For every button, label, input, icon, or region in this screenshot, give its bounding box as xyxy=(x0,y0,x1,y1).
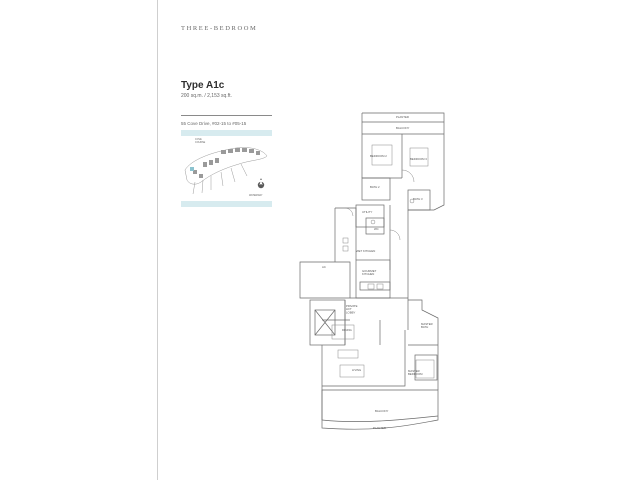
unit-area: 200 sq.m. / 2,153 sq.ft. xyxy=(181,93,232,99)
room-label-bath-2: BATH 2 xyxy=(370,185,380,189)
room-label-bedroom-2: BEDROOM 2 xyxy=(370,154,387,158)
room-label-wet-kitchen: WET KITCHEN xyxy=(356,249,375,253)
room-label-utility: UTILITY xyxy=(362,210,373,214)
compass-north-icon xyxy=(257,178,265,189)
title-divider xyxy=(181,115,272,116)
room-label-balcony-bottom: BALCONY xyxy=(375,409,389,413)
room-label-bedroom-3: BEDROOM 3 xyxy=(410,157,427,161)
room-label-bath-3: BATH 3 xyxy=(413,197,423,201)
room-label-planter-bottom: PLANTER xyxy=(373,426,386,430)
room-label-ac: AC xyxy=(322,265,326,269)
site-plan-buildings xyxy=(193,148,260,178)
site-plan-piers xyxy=(192,163,248,195)
floor-plan-walls xyxy=(299,112,445,430)
site-plan-band-top xyxy=(181,130,272,136)
room-label-balcony-top: BALCONY xyxy=(396,126,410,130)
room-label-wc: WC xyxy=(374,227,379,231)
site-plan-peninsula xyxy=(184,147,268,185)
unit-type-title: Type A1c xyxy=(181,80,225,91)
unit-numbers: 55 Cove Drive, #02-15 to #05-15 xyxy=(181,121,247,126)
room-label-planter-top: PLANTER xyxy=(396,115,409,119)
site-plan-band-bottom xyxy=(181,201,272,207)
floor-plan-furniture xyxy=(331,144,435,379)
page-spine-divider xyxy=(157,0,158,480)
room-label-living: LIVING xyxy=(352,368,361,372)
room-label-dining: DINING xyxy=(342,328,352,332)
site-plan-highlight-unit xyxy=(190,167,194,171)
section-label: THREE-BEDROOM xyxy=(181,25,258,32)
site-plan-label-waterway: WATERWAY xyxy=(249,194,263,197)
